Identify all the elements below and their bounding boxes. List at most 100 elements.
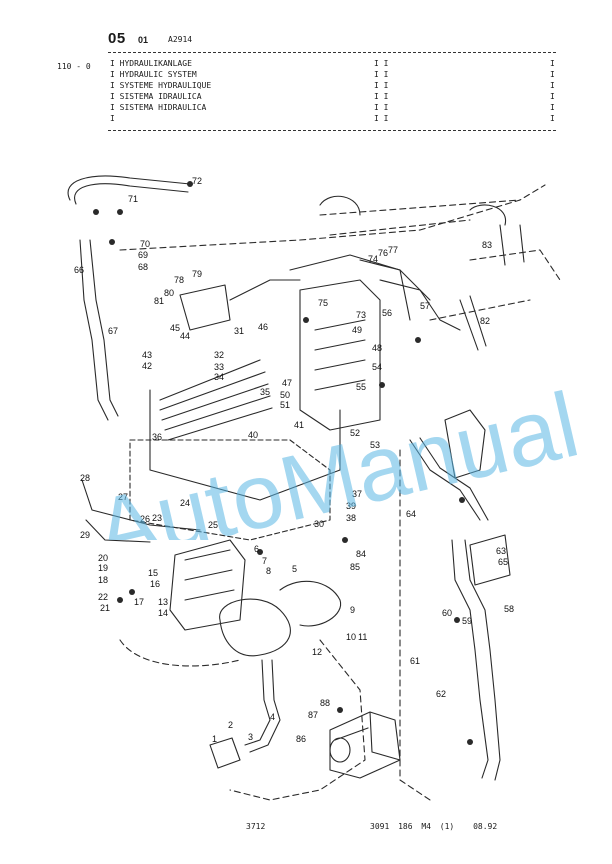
callout-12: 12: [312, 647, 322, 657]
callout-77: 77: [388, 245, 398, 255]
col-mark: I I: [374, 59, 389, 68]
callout-25: 25: [208, 520, 218, 530]
callout-14: 14: [158, 608, 168, 618]
callout-19: 19: [98, 563, 108, 573]
callout-48: 48: [372, 343, 382, 353]
gear-pump-86: [329, 711, 401, 779]
bracket-rear: [469, 534, 511, 586]
col-mark: I I: [374, 70, 389, 79]
callout-32: 32: [214, 350, 224, 360]
col-mark: I: [550, 81, 555, 90]
drawing-code: A2914: [168, 35, 193, 44]
callout-16: 16: [150, 579, 160, 589]
callout-51: 51: [280, 400, 290, 410]
callout-83: 83: [482, 240, 492, 250]
callout-62: 62: [436, 689, 446, 699]
callout-66: 66: [74, 265, 84, 275]
bracket-78: [444, 409, 486, 479]
filter-1: [209, 737, 241, 769]
callout-60: 60: [442, 608, 452, 618]
bracket-left-78: [179, 284, 231, 331]
title-line-de: I HYDRAULIKANLAGE: [110, 59, 192, 68]
callout-41: 41: [294, 420, 304, 430]
callout-28: 28: [80, 473, 90, 483]
callout-67: 67: [108, 326, 118, 336]
title-line-es: I SISTEMA HIDRAULICA: [110, 103, 207, 112]
callout-86: 86: [296, 734, 306, 744]
pipe-67: [89, 239, 119, 417]
col-mark: I I: [374, 92, 389, 101]
col-mark: I: [550, 92, 555, 101]
callout-76: 76: [378, 248, 388, 258]
control-valve: [169, 539, 246, 631]
valve-block-49: [299, 279, 381, 431]
callout-57: 57: [420, 301, 430, 311]
callout-35: 35: [260, 387, 270, 397]
callout-21: 21: [100, 603, 110, 613]
callout-6: 6: [254, 544, 259, 554]
callout-50: 50: [280, 390, 290, 400]
main-pump: [219, 598, 291, 657]
section-number: 05: [108, 30, 126, 47]
callout-4: 4: [270, 712, 275, 722]
callout-39: 39: [346, 501, 356, 511]
pipe-66: [79, 239, 109, 421]
callout-5: 5: [292, 564, 297, 574]
callout-75: 75: [318, 298, 328, 308]
callout-38: 38: [346, 513, 356, 523]
col-mark: I I: [374, 103, 389, 112]
callout-87: 87: [308, 710, 318, 720]
callout-37: 37: [352, 489, 362, 499]
callout-69: 69: [138, 250, 148, 260]
callout-42: 42: [142, 361, 152, 371]
callout-18: 18: [98, 575, 108, 585]
callout-70: 70: [140, 239, 150, 249]
suction-hose-3: [244, 659, 271, 746]
callout-9: 9: [350, 605, 355, 615]
callout-33: 33: [214, 362, 224, 372]
callout-17: 17: [134, 597, 144, 607]
callout-7: 7: [262, 556, 267, 566]
callout-73: 73: [356, 310, 366, 320]
callout-80: 80: [164, 288, 174, 298]
callout-13: 13: [158, 597, 168, 607]
callout-88: 88: [320, 698, 330, 708]
callout-44: 44: [180, 331, 190, 341]
callout-43: 43: [142, 350, 152, 360]
callout-72: 72: [192, 176, 202, 186]
callout-79: 79: [192, 269, 202, 279]
control-linkages: [159, 359, 273, 441]
subsection-number: 01: [138, 35, 149, 45]
col-mark: I: [550, 70, 555, 79]
callout-27: 27: [118, 492, 128, 502]
callout-2: 2: [228, 720, 233, 730]
callout-24: 24: [180, 498, 190, 508]
callout-74: 74: [368, 254, 378, 264]
document-reference: 3091 186 M4 (1) 08.92: [370, 822, 497, 831]
col-mark: I I: [374, 114, 389, 123]
pipe-61: [451, 539, 489, 779]
callout-54: 54: [372, 362, 382, 372]
pipe-56: [359, 259, 431, 301]
col-mark: I: [550, 114, 555, 123]
callout-30: 30: [314, 519, 324, 529]
title-bottom-rule: [108, 130, 556, 131]
callout-59: 59: [462, 616, 472, 626]
callout-65: 65: [498, 557, 508, 567]
callout-11: 11: [358, 632, 367, 642]
callout-71: 71: [128, 194, 138, 204]
callout-34: 34: [214, 372, 224, 382]
pipe-29: [85, 519, 151, 543]
callout-31: 31: [234, 326, 244, 336]
callout-81: 81: [154, 296, 164, 306]
callout-84: 84: [356, 549, 366, 559]
document-date: 08.92: [473, 822, 498, 831]
callout-40: 40: [248, 430, 258, 440]
callout-56: 56: [382, 308, 392, 318]
callout-10: 10: [346, 632, 356, 642]
callout-68: 68: [138, 262, 148, 272]
title-block: I HYDRAULIKANLAGE I HYDRAULIC SYSTEM I S…: [110, 58, 211, 124]
callout-26: 26: [140, 514, 150, 524]
callout-23: 23: [152, 513, 162, 523]
